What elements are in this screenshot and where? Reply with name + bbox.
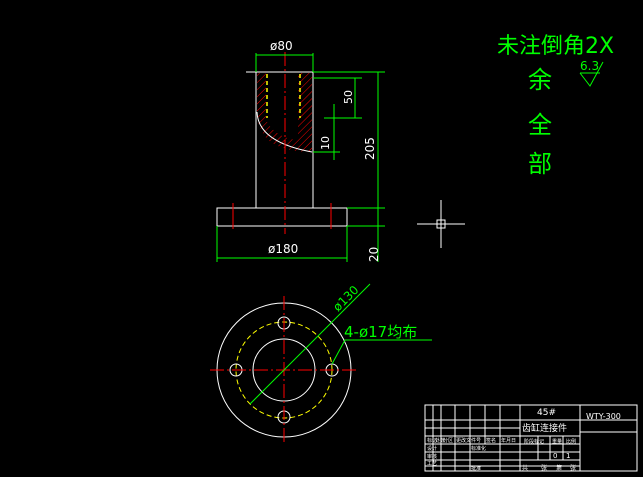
tb-label-mark: 标记 (427, 437, 437, 444)
tb-label-stage: 阶段标记 (524, 438, 544, 445)
tb-label-design: 设计 (427, 445, 437, 452)
dim-top-diameter: ø80 (270, 39, 293, 53)
dim-flange-diameter: ø180 (268, 242, 298, 256)
note-roughness-char-3: 部 (528, 150, 552, 178)
tb-label-sheet-no: 第 (556, 464, 562, 472)
note-roughness-char-1: 余 (528, 66, 552, 94)
dim-transition: 10 (319, 136, 332, 150)
tb-label-count: 处数 (435, 437, 445, 444)
section-hatch (257, 73, 312, 152)
dim-line-bolt-circle (249, 283, 371, 405)
tb-scale-value: 1 (566, 452, 570, 460)
dim-total-height: 205 (363, 137, 377, 160)
crosshair-cursor[interactable] (417, 200, 465, 248)
tb-label-weight: 重量 (552, 438, 562, 445)
notes: 未注倒角2X 余 全 部 6.3 (497, 34, 614, 178)
tb-label-date: 年月日 (501, 437, 516, 444)
tb-label-sheets-2: 张 (570, 464, 576, 472)
bore-profile (256, 111, 313, 153)
tb-label-standard: 标准化 (471, 445, 486, 452)
title-part-name: 齿缸连接件 (522, 422, 567, 434)
tb-label-signature: 签名 (486, 437, 496, 444)
tb-label-sheets-1: 张 (541, 464, 547, 472)
title-material: 45# (537, 408, 556, 418)
holes-leader (331, 339, 432, 365)
front-view: ø80 50 10 205 20 ø180 (216, 39, 385, 262)
tb-quantity-value: 0 (553, 452, 557, 460)
tb-label-process: 工艺 (427, 461, 437, 467)
tb-label-change-doc: 更改文件号 (456, 437, 481, 444)
dim-holes: 4-ø17均布 (344, 323, 417, 341)
tb-label-zone: 分区 (443, 437, 453, 444)
title-drawing-no: WTY-300 (586, 412, 621, 421)
note-chamfer: 未注倒角2X (497, 34, 614, 59)
roughness-value: 6.3 (580, 59, 599, 73)
tb-label-approve: 批准 (471, 465, 481, 472)
dim-flange-thickness: 20 (367, 247, 381, 262)
title-block (424, 404, 638, 472)
tb-label-scale: 比例 (566, 438, 576, 445)
title-block-text: 45# 齿缸连接件 WTY-300 标记 处数 分区 更改文件号 签名 年月日 … (427, 408, 621, 472)
note-roughness-char-2: 全 (528, 111, 552, 139)
tb-label-review: 审核 (427, 453, 437, 460)
tb-label-total: 共 (522, 464, 528, 472)
flange-outline (216, 207, 348, 227)
dim-bore-depth: 50 (342, 90, 355, 104)
roughness-symbol (579, 61, 604, 87)
